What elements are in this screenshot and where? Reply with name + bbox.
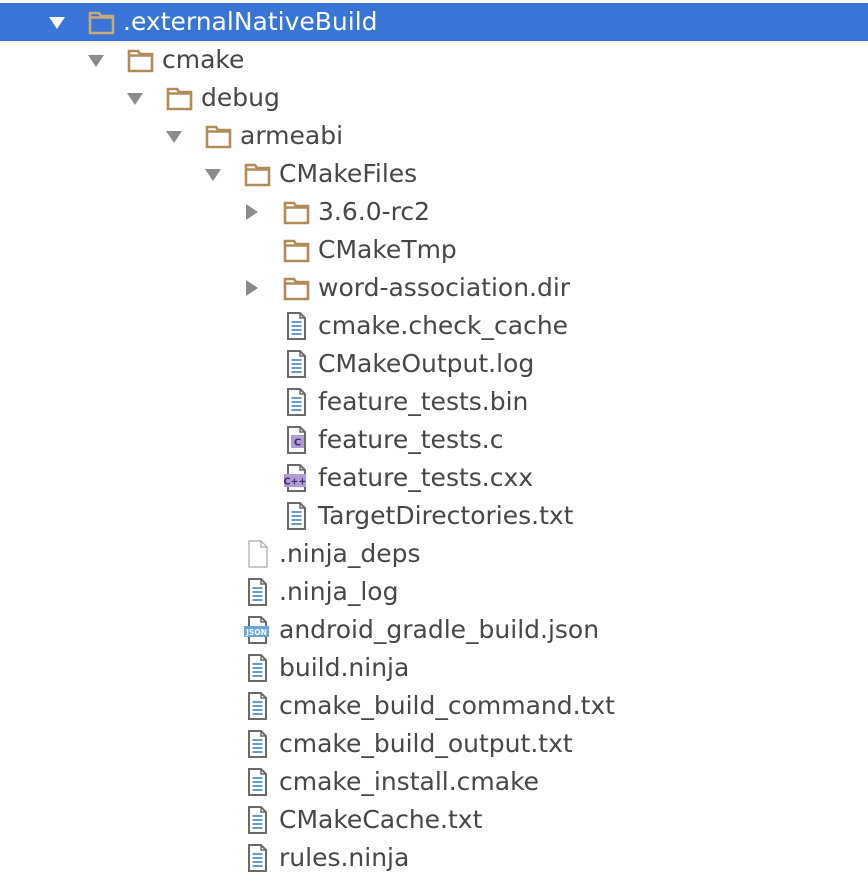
- c-file-icon: C: [283, 421, 315, 459]
- tree-item-label: cmake_install.cmake: [279, 767, 540, 796]
- tree-item[interactable]: CMakeCache.txt: [0, 801, 868, 839]
- expand-arrow-down-icon[interactable]: [163, 117, 185, 155]
- tree-item[interactable]: armeabi: [0, 117, 868, 155]
- text-file-icon: [244, 573, 276, 611]
- folder-icon: [283, 231, 315, 269]
- expand-arrow-down-icon[interactable]: [124, 79, 146, 117]
- json-file-icon: JSON: [244, 611, 276, 649]
- tree-item-label: .ninja_log: [279, 577, 399, 606]
- file-icon: [244, 535, 276, 573]
- tree-item-label: .ninja_deps: [279, 539, 421, 568]
- svg-text:C++: C++: [284, 477, 307, 488]
- tree-item-label: cmake.check_cache: [318, 311, 569, 340]
- svg-text:JSON: JSON: [245, 628, 267, 637]
- tree-item-label: debug: [201, 83, 280, 112]
- tree-item[interactable]: JSON android_gradle_build.json: [0, 611, 868, 649]
- tree-item-label: armeabi: [240, 121, 344, 150]
- tree-item-label: .externalNativeBuild: [123, 7, 378, 36]
- tree-item[interactable]: debug: [0, 79, 868, 117]
- text-file-icon: [244, 801, 276, 839]
- text-file-icon: [244, 839, 276, 877]
- tree-item-label: 3.6.0-rc2: [318, 197, 431, 226]
- folder-icon: [205, 117, 237, 155]
- tree-item-label: word-association.dir: [318, 273, 571, 302]
- tree-item[interactable]: cmake_build_output.txt: [0, 725, 868, 763]
- tree-item-label: TargetDirectories.txt: [318, 501, 574, 530]
- expand-arrow-right-icon[interactable]: [241, 269, 263, 307]
- tree-item-label: android_gradle_build.json: [279, 615, 600, 644]
- text-file-icon: [244, 687, 276, 725]
- expand-arrow-right-icon[interactable]: [241, 193, 263, 231]
- folder-icon: [244, 155, 276, 193]
- tree-item-label: build.ninja: [279, 653, 410, 682]
- text-file-icon: [283, 307, 315, 345]
- tree-item[interactable]: .externalNativeBuild: [0, 3, 868, 41]
- expand-arrow-down-icon[interactable]: [85, 41, 107, 79]
- tree-item-label: feature_tests.c: [318, 425, 504, 454]
- text-file-icon: [283, 497, 315, 535]
- tree-item-label: rules.ninja: [279, 843, 410, 872]
- tree-item-label: CMakeCache.txt: [279, 805, 483, 834]
- text-file-icon: [283, 345, 315, 383]
- tree-item-label: cmake_build_output.txt: [279, 729, 573, 758]
- text-file-icon: [244, 649, 276, 687]
- tree-item-label: feature_tests.cxx: [318, 463, 534, 492]
- folder-icon: [127, 41, 159, 79]
- tree-item-label: CMakeTmp: [318, 235, 457, 264]
- tree-item[interactable]: CMakeOutput.log: [0, 345, 868, 383]
- folder-icon: [166, 79, 198, 117]
- cpp-file-icon: C++: [283, 459, 315, 497]
- folder-icon: [88, 3, 120, 41]
- folder-icon: [283, 269, 315, 307]
- tree-item[interactable]: cmake_install.cmake: [0, 763, 868, 801]
- tree-item[interactable]: cmake.check_cache: [0, 307, 868, 345]
- tree-item-label: cmake_build_command.txt: [279, 691, 615, 720]
- tree-item[interactable]: 3.6.0-rc2: [0, 193, 868, 231]
- tree-item-label: CMakeFiles: [279, 159, 418, 188]
- text-file-icon: [244, 763, 276, 801]
- tree-item-label: cmake: [162, 45, 245, 74]
- tree-item[interactable]: CMakeFiles: [0, 155, 868, 193]
- tree-item[interactable]: rules.ninja: [0, 839, 868, 877]
- tree-item[interactable]: CMakeTmp: [0, 231, 868, 269]
- folder-icon: [283, 193, 315, 231]
- expand-arrow-down-icon[interactable]: [202, 155, 224, 193]
- tree-item-label: feature_tests.bin: [318, 387, 529, 416]
- tree-item[interactable]: cmake: [0, 41, 868, 79]
- text-file-icon: [244, 725, 276, 763]
- tree-item[interactable]: cmake_build_command.txt: [0, 687, 868, 725]
- tree-item[interactable]: .ninja_deps: [0, 535, 868, 573]
- tree-item[interactable]: build.ninja: [0, 649, 868, 687]
- svg-text:C: C: [294, 438, 301, 449]
- expand-arrow-down-icon[interactable]: [46, 3, 68, 41]
- tree-item[interactable]: C++ feature_tests.cxx: [0, 459, 868, 497]
- tree-item-label: CMakeOutput.log: [318, 349, 535, 378]
- tree-item[interactable]: word-association.dir: [0, 269, 868, 307]
- tree-item[interactable]: TargetDirectories.txt: [0, 497, 868, 535]
- text-file-icon: [283, 383, 315, 421]
- tree-item[interactable]: feature_tests.bin: [0, 383, 868, 421]
- tree-item[interactable]: .ninja_log: [0, 573, 868, 611]
